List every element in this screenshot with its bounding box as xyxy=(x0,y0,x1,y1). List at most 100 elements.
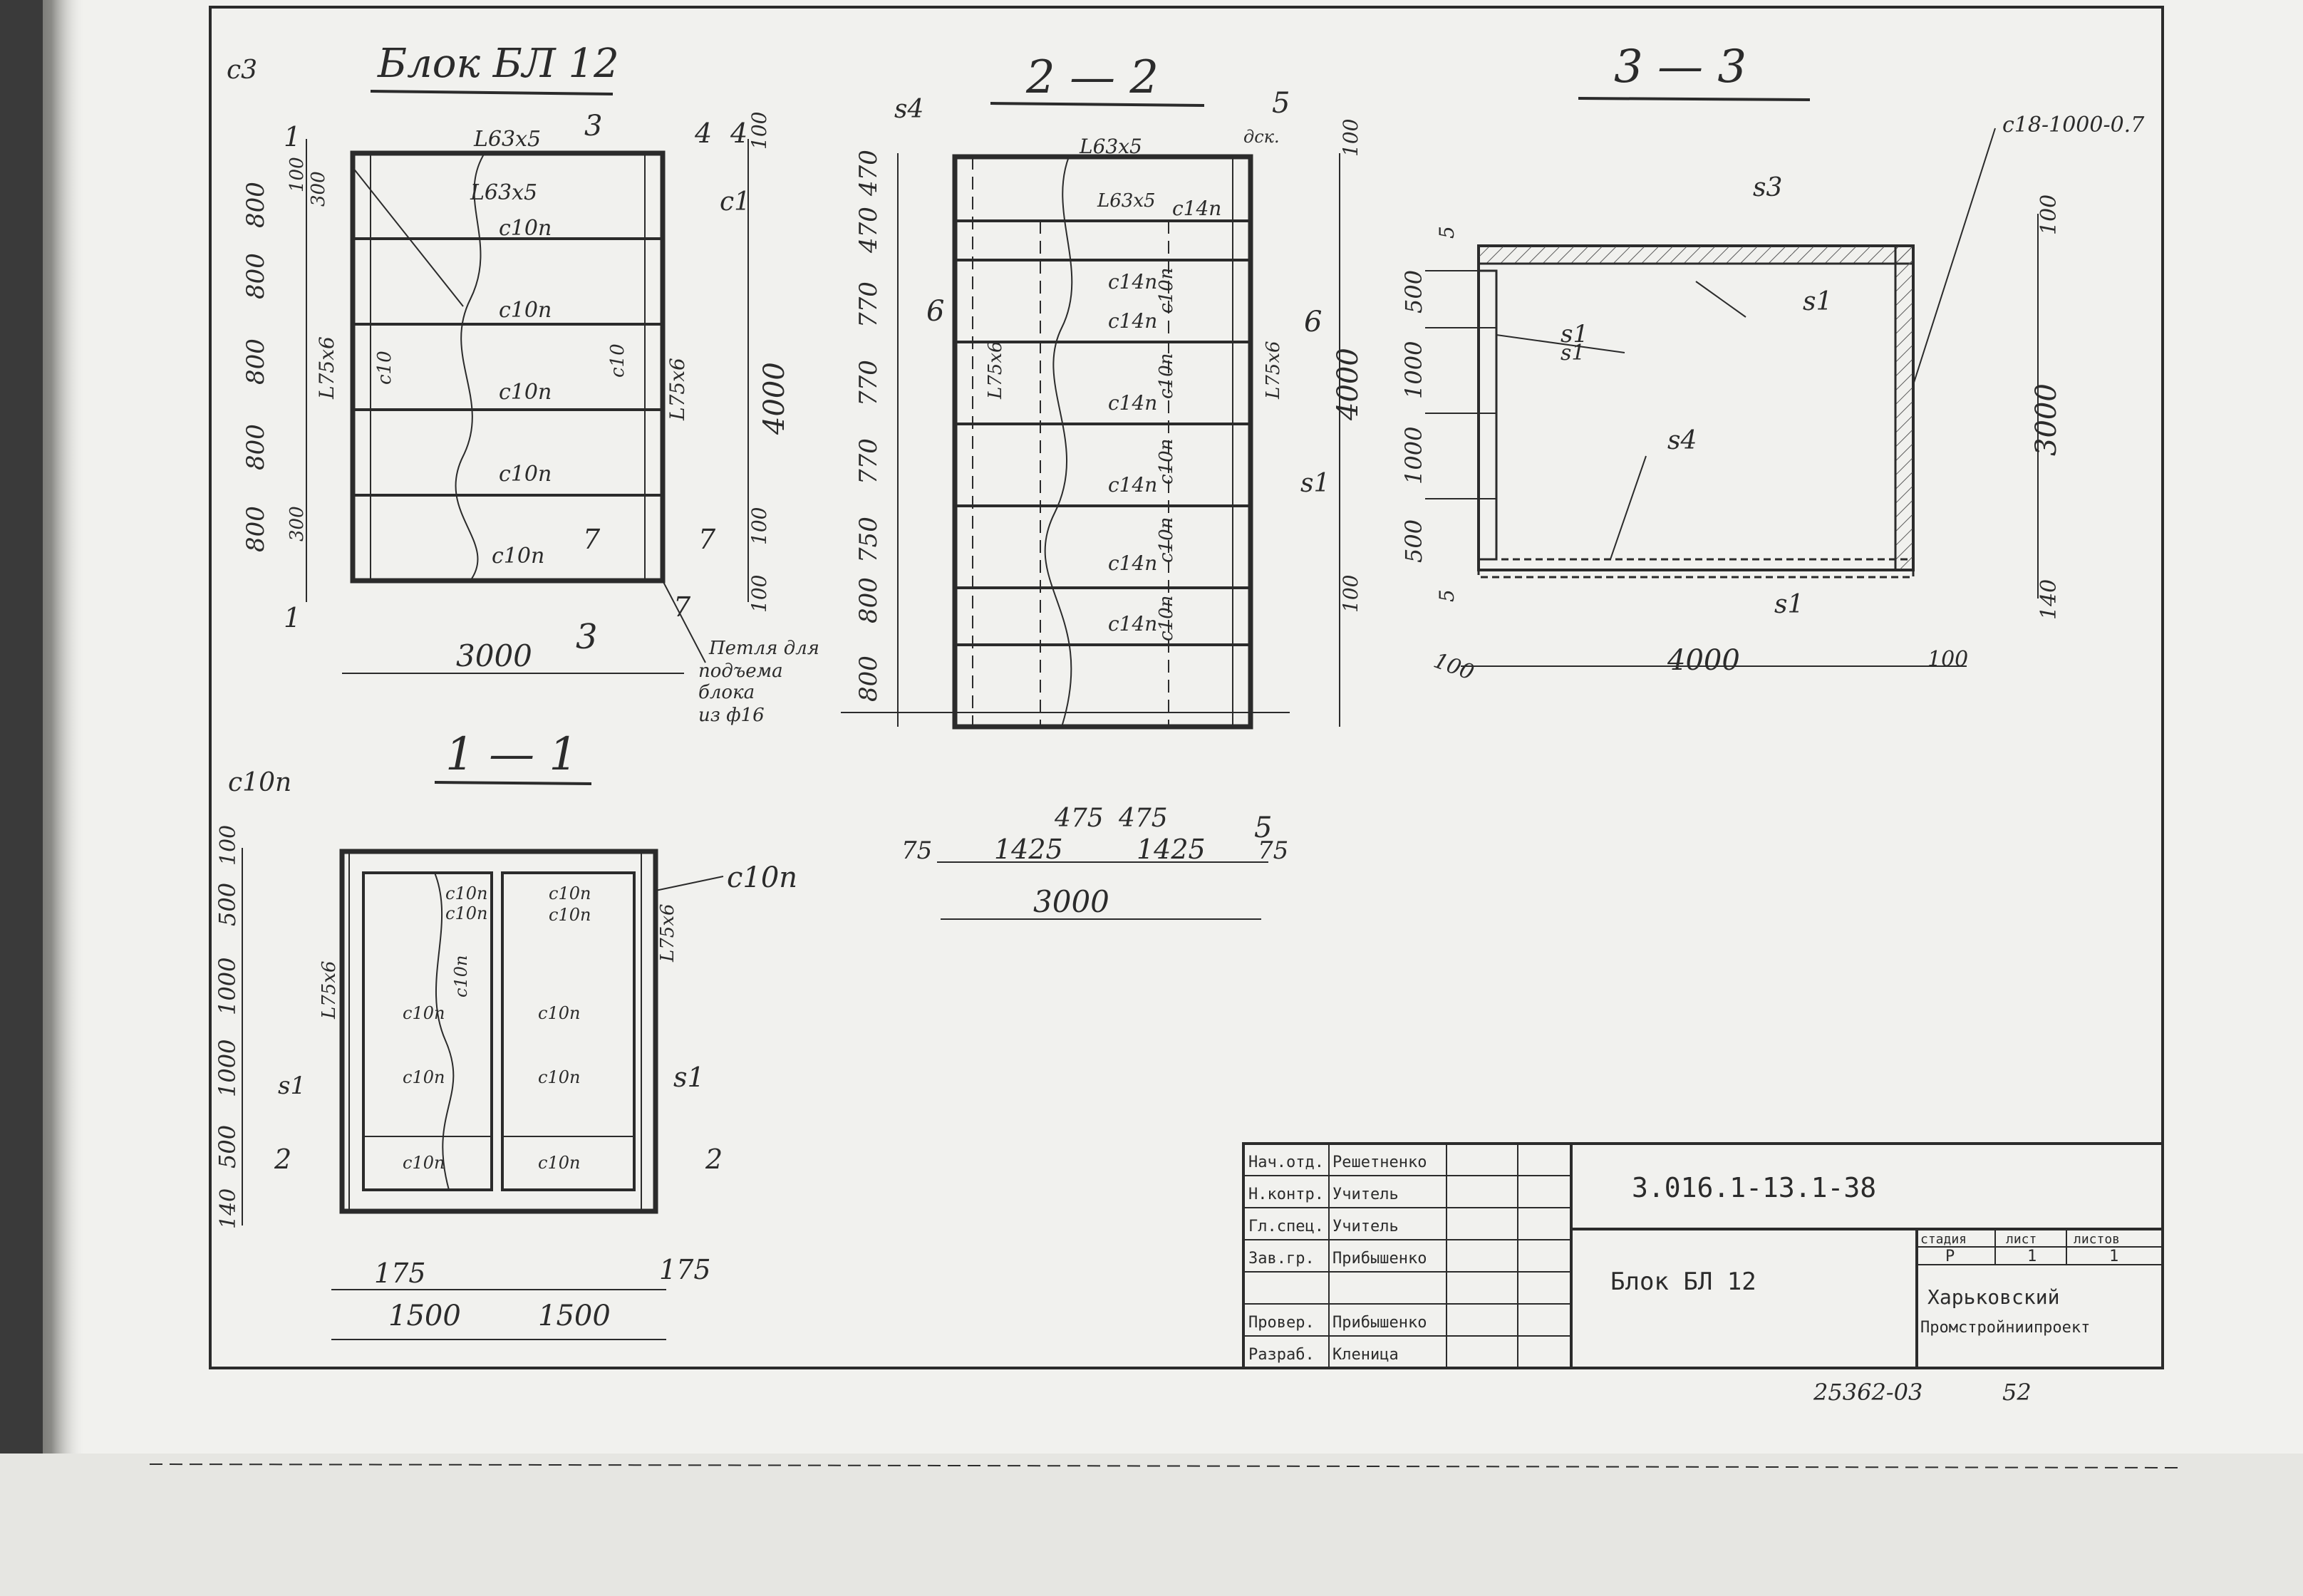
svg-text:с3: с3 xyxy=(227,56,257,85)
bl12-break-line xyxy=(455,152,485,581)
svg-text:с10п: с10п xyxy=(549,884,591,903)
svg-text:с10п: с10п xyxy=(228,768,291,797)
svg-text:с10п: с10п xyxy=(538,1067,580,1087)
svg-text:1425: 1425 xyxy=(994,834,1063,865)
svg-text:500: 500 xyxy=(214,883,241,926)
svg-text:с10п: с10п xyxy=(403,1153,445,1173)
section-2-2-title: 2 — 2 xyxy=(1025,51,1159,104)
svg-text:s1: s1 xyxy=(278,1072,306,1100)
svg-text:L63x5: L63x5 xyxy=(1097,190,1156,212)
list-header: лист xyxy=(2006,1232,2037,1247)
svg-text:1: 1 xyxy=(284,121,301,152)
svg-text:L63x5: L63x5 xyxy=(473,127,541,152)
bl12-outline xyxy=(350,150,666,584)
svg-text:140: 140 xyxy=(2037,579,2061,620)
svg-text:7: 7 xyxy=(698,524,716,555)
svg-text:800: 800 xyxy=(242,253,270,299)
section-3-3-title: 3 — 3 xyxy=(1614,41,1746,93)
svg-text:с1: с1 xyxy=(720,187,750,217)
svg-text:140: 140 xyxy=(216,1188,241,1229)
svg-text:с10п: с10п xyxy=(538,1153,580,1173)
svg-text:L63x5: L63x5 xyxy=(470,180,537,205)
svg-text:с14п: с14п xyxy=(1172,197,1221,220)
svg-text:с10п: с10п xyxy=(451,955,471,998)
name-0: Решетненко xyxy=(1332,1154,1427,1171)
svg-text:4: 4 xyxy=(694,118,712,149)
svg-text:s1: s1 xyxy=(1774,590,1803,619)
svg-text:4: 4 xyxy=(730,118,747,149)
svg-text:s4: s4 xyxy=(1667,426,1697,455)
svg-text:из ф16: из ф16 xyxy=(698,705,765,726)
svg-text:800: 800 xyxy=(242,424,270,470)
role-6: Разраб. xyxy=(1248,1346,1315,1364)
section-3-3-right-wall xyxy=(1894,244,1915,571)
svg-text:1: 1 xyxy=(284,602,301,633)
svg-text:175: 175 xyxy=(374,1258,426,1289)
svg-text:770: 770 xyxy=(854,438,883,484)
svg-text:770: 770 xyxy=(854,360,883,406)
svg-text:1000: 1000 xyxy=(1400,341,1427,399)
name-2: Учитель xyxy=(1332,1218,1399,1235)
svg-text:дск.: дск. xyxy=(1243,127,1280,147)
svg-text:с10п: с10п xyxy=(499,298,552,323)
lifting-loop-note: Петля для xyxy=(708,638,819,659)
section-3-3-bottom-wall xyxy=(1477,558,1915,579)
svg-text:500: 500 xyxy=(1400,519,1427,563)
name-3: Прибышенко xyxy=(1332,1250,1427,1268)
svg-text:800: 800 xyxy=(242,506,270,552)
svg-text:7: 7 xyxy=(583,524,601,555)
svg-text:75: 75 xyxy=(1258,836,1288,865)
svg-text:100: 100 xyxy=(286,157,308,192)
svg-text:с14п: с14п xyxy=(1108,551,1157,575)
svg-text:с14п: с14п xyxy=(1108,473,1157,497)
svg-text:с10п: с10п xyxy=(1156,517,1177,563)
svg-text:с10п: с10п xyxy=(403,1003,445,1023)
role-2: Гл.спец. xyxy=(1248,1218,1324,1235)
lower-paper-edge xyxy=(0,1454,2303,1596)
name-6: Кленица xyxy=(1332,1346,1399,1364)
svg-text:2: 2 xyxy=(274,1144,291,1175)
svg-text:с10: с10 xyxy=(607,343,628,378)
svg-text:с10п: с10п xyxy=(1156,596,1177,641)
svg-text:с14п: с14п xyxy=(1108,612,1157,636)
drawing-frame xyxy=(209,6,2164,1369)
stage-value: Р xyxy=(1945,1248,1955,1265)
svg-text:100: 100 xyxy=(747,575,771,613)
name-5: Прибышенко xyxy=(1332,1314,1427,1332)
svg-text:L75x6: L75x6 xyxy=(666,358,689,421)
svg-text:s3: s3 xyxy=(1753,173,1782,202)
svg-text:800: 800 xyxy=(854,577,883,623)
svg-text:500: 500 xyxy=(1400,270,1427,314)
svg-text:с10п: с10п xyxy=(445,903,487,923)
svg-text:100: 100 xyxy=(1339,119,1362,157)
svg-text:s1: s1 xyxy=(1300,469,1330,498)
name-1: Учитель xyxy=(1332,1186,1399,1203)
document-code: 3.016.1-13.1-38 xyxy=(1632,1172,1876,1203)
svg-text:75: 75 xyxy=(901,836,932,865)
role-1: Н.контр. xyxy=(1248,1186,1324,1203)
role-0: Нач.отд. xyxy=(1248,1154,1324,1171)
section-1-1-outline xyxy=(339,849,658,1214)
sheet-name: Блок БЛ 12 xyxy=(1610,1268,1756,1296)
svg-text:с10п: с10п xyxy=(499,462,552,487)
section-2-2-outline xyxy=(952,154,1253,730)
svg-text:с14п: с14п xyxy=(1108,391,1157,415)
svg-text:5: 5 xyxy=(1435,226,1459,239)
svg-text:100: 100 xyxy=(747,507,771,545)
svg-text:800: 800 xyxy=(242,182,270,228)
svg-text:с10п: с10п xyxy=(538,1003,580,1023)
page-number: 52 xyxy=(2002,1379,2032,1406)
lists-value: 1 xyxy=(2109,1248,2118,1265)
svg-text:100: 100 xyxy=(216,825,241,866)
svg-text:s4: s4 xyxy=(894,95,923,124)
svg-text:с10п: с10п xyxy=(492,544,544,569)
svg-text:100: 100 xyxy=(1927,647,1968,672)
svg-text:470: 470 xyxy=(854,150,883,197)
svg-text:s1: s1 xyxy=(673,1062,705,1093)
svg-text:с10п: с10п xyxy=(499,380,552,405)
bl12-title-underline xyxy=(370,90,614,95)
svg-text:с10п: с10п xyxy=(1156,268,1177,314)
svg-text:L75x6: L75x6 xyxy=(315,336,338,400)
svg-text:с18-1000-0.7: с18-1000-0.7 xyxy=(2002,113,2145,138)
role-3: Зав.гр. xyxy=(1248,1250,1315,1268)
